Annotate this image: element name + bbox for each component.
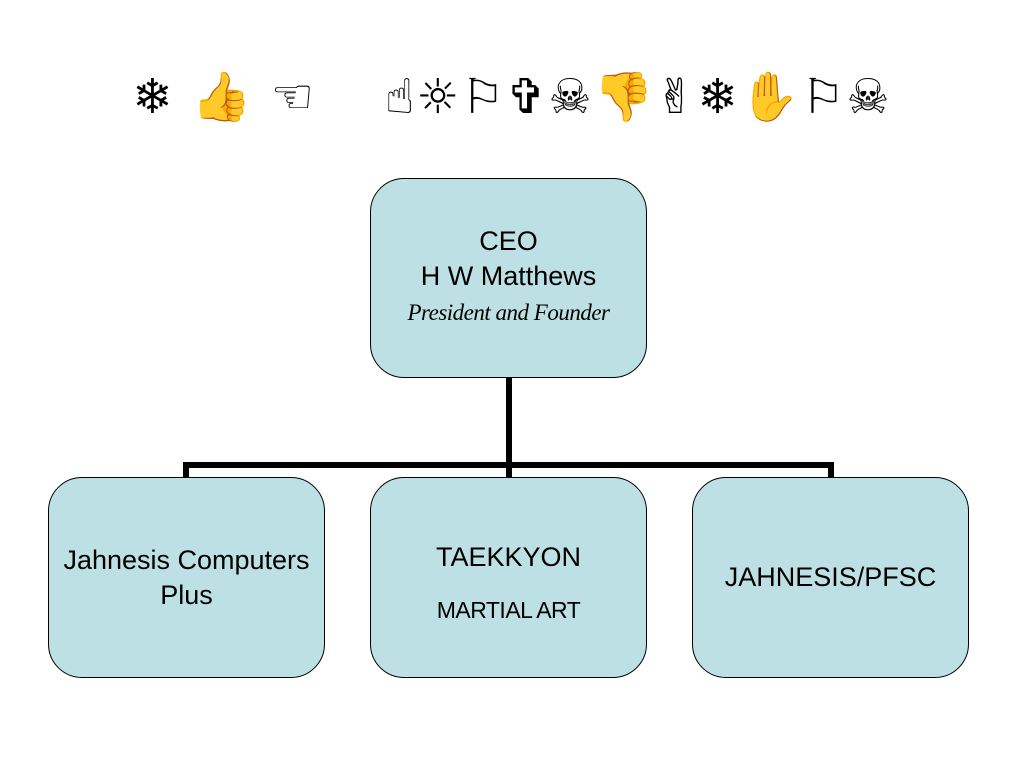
unit-box-jahnesis-computers: Jahnesis Computers Plus xyxy=(48,477,325,678)
unit-box-taekkyon: TAEKKYON MARTIAL ART xyxy=(370,477,647,678)
unit-label-line2: Plus xyxy=(160,579,213,610)
ceo-box: CEO H W Matthews President and Founder xyxy=(370,178,647,378)
ceo-subtitle: President and Founder xyxy=(407,300,610,325)
slide-title: ❄ 👍 ☜ ☝☼⚐✞☠👎✌❄✋⚐☠ xyxy=(132,69,892,125)
unit-label-line1: Jahnesis Computers xyxy=(63,544,310,575)
unit-label-line1: JAHNESIS/PFSC xyxy=(724,562,937,592)
ceo-name: H W Matthews xyxy=(420,261,597,291)
unit-box-jahnesis-pfsc: JAHNESIS/PFSC xyxy=(692,477,969,678)
ceo-role: CEO xyxy=(479,226,538,256)
unit-label-line1: TAEKKYON xyxy=(435,542,582,572)
unit-label-line2: MARTIAL ART xyxy=(436,597,581,623)
